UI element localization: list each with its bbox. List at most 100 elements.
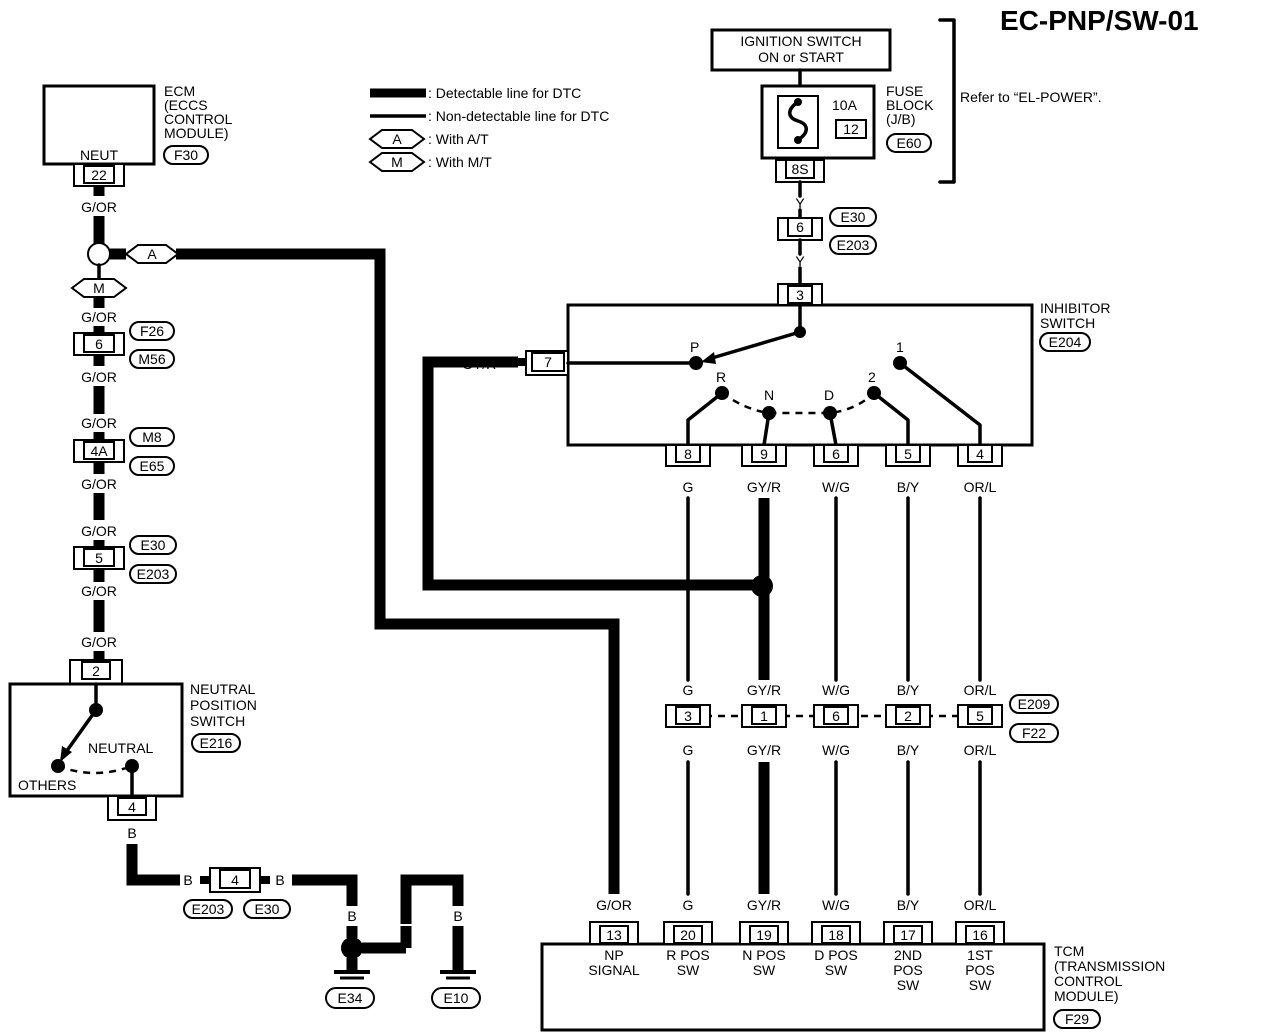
refer-note: Refer to “EL-POWER”. bbox=[960, 89, 1102, 105]
inhibitor-bottom-pins: 8 9 6 5 4 bbox=[665, 444, 1003, 467]
tcm-pin-18: 18 bbox=[828, 927, 844, 943]
inhibitor-connector: E204 bbox=[1049, 334, 1082, 350]
tcm-pin-13: 13 bbox=[606, 927, 622, 943]
at-mt-branch-node bbox=[87, 242, 111, 266]
tcm-func-17-b: POS bbox=[893, 962, 923, 978]
legend-at-letter: A bbox=[392, 131, 402, 147]
y-junction-pin: 6 bbox=[796, 219, 804, 235]
wire-gyr-label-2: GY/R bbox=[747, 682, 781, 698]
wire-wg-label-3: W/G bbox=[822, 742, 850, 758]
tcm-name4: MODULE) bbox=[1054, 988, 1119, 1004]
ground-e34: E34 bbox=[338, 990, 363, 1006]
legend: : Detectable line for DTC : Non-detectab… bbox=[368, 85, 609, 172]
tcm-pin-20: 20 bbox=[680, 927, 696, 943]
ignition-line1: IGNITION SWITCH bbox=[740, 33, 861, 49]
nps-top-pin: 2 bbox=[92, 663, 100, 679]
at-np-signal-wire bbox=[176, 248, 620, 894]
wire-g-label-1: G bbox=[683, 479, 694, 495]
gyr-splice-node bbox=[751, 575, 773, 597]
tcm-name2: (TRANSMISSION bbox=[1054, 958, 1165, 974]
y-junction-conn2: E203 bbox=[837, 237, 870, 253]
gyr-splice-wire bbox=[422, 356, 764, 591]
ignition-box bbox=[710, 28, 892, 72]
left-wire-label-7: G/OR bbox=[81, 583, 117, 599]
y-wire-label-2: Y bbox=[795, 253, 805, 269]
pos-D-label: D bbox=[824, 387, 834, 403]
nps-others-label: OTHERS bbox=[18, 777, 76, 793]
nps-connector: E216 bbox=[200, 735, 233, 751]
legend-mt-letter: M bbox=[391, 154, 403, 170]
pos-2-label: 2 bbox=[868, 369, 876, 385]
tcm-wire-16: OR/L bbox=[964, 897, 997, 913]
ground-wire-label-6: B bbox=[453, 908, 462, 924]
ground-wire-label-3: B bbox=[275, 872, 284, 888]
fuse-icon bbox=[788, 100, 808, 142]
tcm: G/OR G GY/R W/G B/Y OR/L 13 20 19 18 17 … bbox=[540, 897, 1165, 1032]
tcm-func-19-b: SW bbox=[753, 962, 776, 978]
inhibitor-pin-6: 6 bbox=[832, 446, 840, 462]
inhibitor-name1: INHIBITOR bbox=[1040, 300, 1111, 316]
wire-by-label-2: B/Y bbox=[897, 682, 920, 698]
left-wire-label-5: G/OR bbox=[81, 476, 117, 492]
ground-junction-conn2: E30 bbox=[255, 901, 280, 917]
nps-name1: NEUTRAL bbox=[190, 681, 256, 697]
y-wire-label-1: Y bbox=[795, 195, 805, 211]
ground-wire-label-4: B bbox=[347, 908, 356, 924]
left-junction-2-conn1: M8 bbox=[142, 429, 162, 445]
nps-box bbox=[8, 682, 184, 798]
left-junction-1-pin: 6 bbox=[95, 336, 103, 352]
ground-wire-label-5: B bbox=[401, 908, 410, 924]
mid-pin-3: 3 bbox=[684, 708, 692, 724]
tcm-func-16-a: 1ST bbox=[967, 947, 993, 963]
ground-splice-node bbox=[341, 937, 363, 959]
left-wire-label-6: G/OR bbox=[81, 523, 117, 539]
ecm-pin: 22 bbox=[91, 167, 107, 183]
left-junction-1-conn1: F26 bbox=[140, 323, 164, 339]
tcm-func-17-a: 2ND bbox=[894, 947, 922, 963]
wire-wg-label-1: W/G bbox=[822, 479, 850, 495]
tcm-func-19-a: N POS bbox=[742, 947, 786, 963]
wire-g-label-3: G bbox=[683, 742, 694, 758]
fuse-connector: E60 bbox=[897, 135, 922, 151]
mid-pin-5: 5 bbox=[976, 708, 984, 724]
ecm-name1: ECM bbox=[164, 83, 195, 99]
mid-pin-6: 6 bbox=[832, 708, 840, 724]
inhibitor-pin-4: 4 bbox=[976, 446, 984, 462]
legend-mt-text: : With M/T bbox=[428, 154, 492, 170]
fuse-block-name1: FUSE bbox=[886, 83, 923, 99]
left-junction-2-pin: 4A bbox=[90, 443, 108, 459]
fuse-block: 10A 12 FUSE BLOCK (J/B) E60 Refer to “EL… bbox=[760, 18, 1102, 184]
tcm-pin-19: 19 bbox=[756, 927, 772, 943]
wire-gyr-label-1: GY/R bbox=[747, 479, 781, 495]
ecm: NEUT ECM (ECCS CONTROL MODULE) F30 22 bbox=[42, 83, 233, 187]
mt-branch-letter: M bbox=[93, 280, 105, 296]
fuse-number: 12 bbox=[843, 121, 859, 137]
ecm-name4: MODULE) bbox=[164, 125, 229, 141]
page-code: EC-PNP/SW-01 bbox=[1000, 5, 1199, 36]
pos-1-label: 1 bbox=[896, 339, 904, 355]
neutral-position-switch: 2 NEUTRAL OTHERS NEUTRAL POSITION SWITCH… bbox=[8, 659, 257, 821]
wire-g-label-2: G bbox=[683, 682, 694, 698]
tcm-box bbox=[540, 942, 1046, 1032]
left-junction-2-conn2: E65 bbox=[140, 458, 165, 474]
mid-pin-2: 2 bbox=[904, 708, 912, 724]
inhibitor-wiper bbox=[710, 330, 802, 360]
wire-orl-label-1: OR/L bbox=[964, 479, 997, 495]
left-junction-1-conn2: M56 bbox=[138, 351, 165, 367]
tcm-func-18-a: D POS bbox=[814, 947, 858, 963]
left-wire-label-1: G/OR bbox=[81, 199, 117, 215]
mid-connector: 3 1 6 2 5 E209 F22 bbox=[665, 694, 1059, 743]
tcm-wire-20: G bbox=[683, 897, 694, 913]
wire-by-label-1: B/Y bbox=[897, 479, 920, 495]
wire-wg-label-2: W/G bbox=[822, 682, 850, 698]
left-junction-3-pin: 5 bbox=[95, 550, 103, 566]
legend-non-detectable-text: : Non-detectable line for DTC bbox=[428, 108, 609, 124]
ecm-name3: CONTROL bbox=[164, 111, 233, 127]
tcm-func-16-b: POS bbox=[965, 962, 995, 978]
fuse-amp: 10A bbox=[832, 97, 858, 113]
ground-path: B B 4 B E203 E30 B B B E34 E10 bbox=[126, 825, 481, 1009]
at-branch-symbol bbox=[124, 244, 180, 264]
mid-pin-1: 1 bbox=[760, 708, 768, 724]
